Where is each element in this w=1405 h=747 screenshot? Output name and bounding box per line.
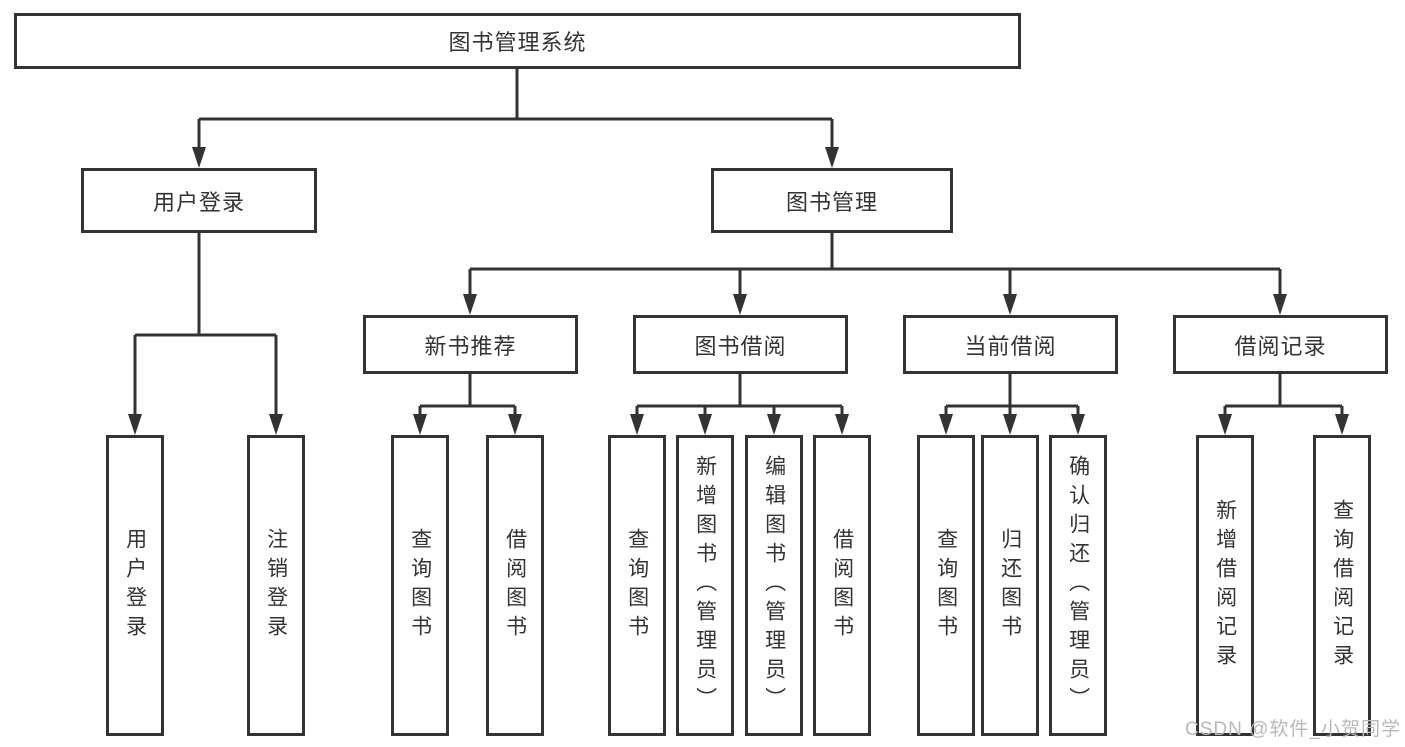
node-borrow-records-label: 借阅记录	[1234, 333, 1327, 359]
leaf-borrow-add-books-admin-label: 新增图书（管理员）	[693, 455, 717, 716]
arrowheads-root-to-level2	[192, 147, 839, 168]
leaf-newrec-borrow-books-label: 借阅图书	[503, 527, 527, 644]
node-root-label: 图书管理系统	[448, 30, 587, 55]
csdn-watermark: CSDN @软件_小贺同学	[1185, 719, 1401, 740]
leaf-borrow-edit-books-admin: 编辑图书（管理员）	[745, 435, 803, 736]
leaf-borrow-edit-books-admin-label: 编辑图书（管理员）	[762, 455, 786, 716]
node-root-library-system: 图书管理系统	[14, 13, 1021, 69]
leaf-newrec-borrow-books: 借阅图书	[486, 435, 544, 736]
node-user-login: 用户登录	[81, 168, 317, 233]
node-user-login-label: 用户登录	[152, 189, 245, 215]
arrowheads-book-borrow-children	[630, 414, 849, 435]
node-book-management-label: 图书管理	[785, 189, 878, 215]
connector-new-book-recommend-children	[418, 374, 517, 416]
connector-book-borrow-children	[635, 374, 844, 416]
leaf-user-login: 用户登录	[106, 435, 164, 736]
connector-current-borrow-children	[944, 374, 1080, 416]
node-book-management: 图书管理	[711, 168, 953, 233]
leaf-records-add-record-label: 新增借阅记录	[1213, 498, 1237, 673]
node-book-borrow: 图书借阅	[633, 315, 848, 374]
leaf-borrow-borrow-books-label: 借阅图书	[830, 527, 854, 644]
leaf-records-query-record-label: 查询借阅记录	[1330, 498, 1354, 673]
leaf-current-query-books-label: 查询图书	[934, 527, 958, 644]
leaf-user-login-label: 用户登录	[123, 527, 147, 644]
arrowheads-book-management-children	[463, 294, 1287, 315]
node-new-book-recommend: 新书推荐	[363, 315, 578, 374]
arrowheads-user-login-children	[128, 414, 283, 435]
connector-borrow-records-children	[1223, 374, 1344, 416]
connector-book-management-children	[468, 233, 1282, 296]
node-book-borrow-label: 图书借阅	[694, 333, 787, 359]
arrowheads-borrow-records-children	[1218, 414, 1349, 435]
node-borrow-records: 借阅记录	[1173, 315, 1388, 374]
leaf-borrow-query-books-label: 查询图书	[625, 527, 649, 644]
connector-root-to-level2	[197, 69, 834, 150]
node-new-book-recommend-label: 新书推荐	[424, 333, 517, 359]
arrowheads-current-borrow-children	[939, 414, 1085, 435]
leaf-records-add-record: 新增借阅记录	[1196, 435, 1254, 736]
leaf-borrow-query-books: 查询图书	[608, 435, 666, 736]
leaf-newrec-query-books-label: 查询图书	[408, 527, 432, 644]
node-current-borrow: 当前借阅	[903, 315, 1118, 374]
leaf-current-return-books-label: 归还图书	[998, 527, 1022, 644]
leaf-current-confirm-return-admin-label: 确认归还（管理员）	[1066, 455, 1090, 716]
leaf-records-query-record: 查询借阅记录	[1313, 435, 1371, 736]
arrowheads-new-book-recommend-children	[413, 414, 522, 435]
leaf-borrow-borrow-books: 借阅图书	[813, 435, 871, 736]
leaf-logout-login-label: 注销登录	[264, 527, 288, 644]
leaf-newrec-query-books: 查询图书	[391, 435, 449, 736]
leaf-current-return-books: 归还图书	[981, 435, 1039, 736]
leaf-current-query-books: 查询图书	[917, 435, 975, 736]
connector-user-login-children	[133, 233, 278, 416]
leaf-logout-login: 注销登录	[247, 435, 305, 736]
leaf-current-confirm-return-admin: 确认归还（管理员）	[1049, 435, 1107, 736]
leaf-borrow-add-books-admin: 新增图书（管理员）	[676, 435, 734, 736]
node-current-borrow-label: 当前借阅	[964, 333, 1057, 359]
